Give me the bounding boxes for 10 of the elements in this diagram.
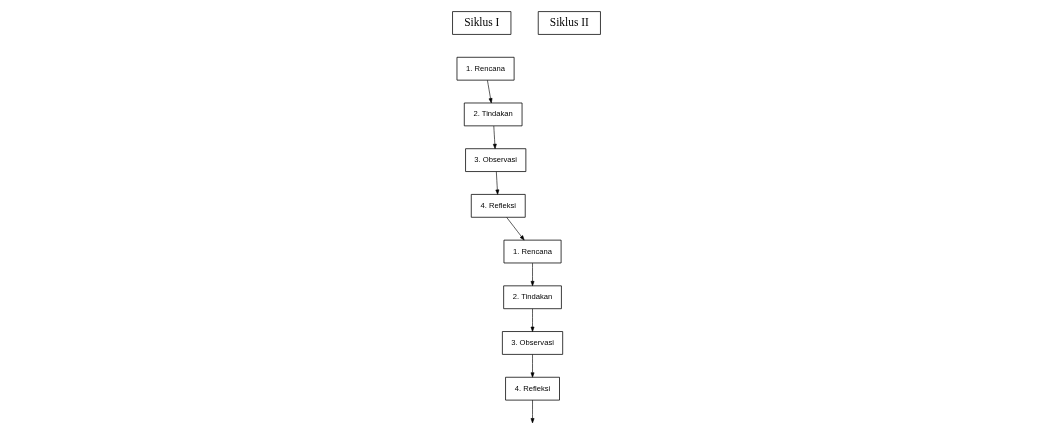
arrow [530, 262, 535, 286]
arrow [492, 125, 497, 149]
arrow [530, 308, 535, 332]
node-box: Siklus I [452, 10, 512, 35]
arrow [530, 399, 535, 423]
arrow [530, 353, 535, 377]
arrow [487, 79, 493, 103]
arrow [495, 170, 500, 195]
node-box: Siklus II [537, 10, 601, 35]
arrow [506, 216, 525, 240]
